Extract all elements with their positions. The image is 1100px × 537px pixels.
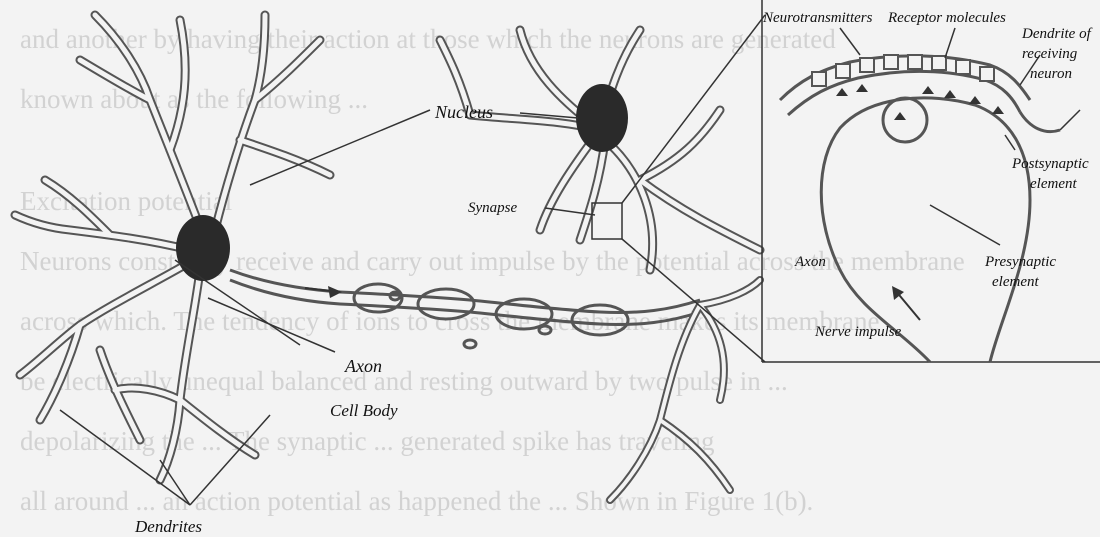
presynaptic-label-1: Presynaptic <box>984 254 1056 270</box>
neurotransmitter-pointer <box>840 28 860 55</box>
right-nucleus <box>576 84 628 152</box>
axon-inset-label: Axon <box>794 254 826 270</box>
receptor-molecules-label: Receptor molecules <box>887 10 1006 26</box>
nerve-impulse-label: Nerve impulse <box>814 324 902 340</box>
bg-line-9: all around ... an action potential as ha… <box>20 486 813 516</box>
background-text: and another by having their action at th… <box>20 24 965 516</box>
dendrite-receiving-label-1: Dendrite of <box>1021 26 1093 42</box>
bg-line-4: Excitation potential <box>20 186 232 216</box>
dendrite-receiving-label-2: receiving <box>1022 46 1078 62</box>
dendrite-receiving-label-3: neuron <box>1030 66 1072 82</box>
postsynaptic-label-2: element <box>1030 176 1077 192</box>
synapse-box <box>592 203 622 239</box>
nucleus-label: Nucleus <box>434 102 493 122</box>
bg-line-2: known about as the following ... <box>20 84 368 114</box>
presynaptic-label-2: element <box>992 274 1039 290</box>
receiving-dendrite-tail <box>1020 112 1060 132</box>
cell-body-label: Cell Body <box>330 401 398 420</box>
synapse-label: Synapse <box>468 200 517 216</box>
presynaptic-pointer <box>930 205 1000 245</box>
bg-line-1: and another by having their action at th… <box>20 24 836 54</box>
postsynaptic-label-1: Postsynaptic <box>1011 156 1089 172</box>
neurotransmitters-label: Neurotransmitters <box>762 10 873 26</box>
axon-label: Axon <box>344 356 382 376</box>
left-nucleus <box>176 215 230 281</box>
axon-arrow-head <box>328 286 342 298</box>
dendrite-pointer <box>1060 110 1080 130</box>
receptor-pointer <box>945 28 955 58</box>
dendrites-label: Dendrites <box>134 517 202 536</box>
bg-line-8: depolarizing the ... The synaptic ... ge… <box>20 426 715 456</box>
nucleus-pointer <box>250 110 430 185</box>
